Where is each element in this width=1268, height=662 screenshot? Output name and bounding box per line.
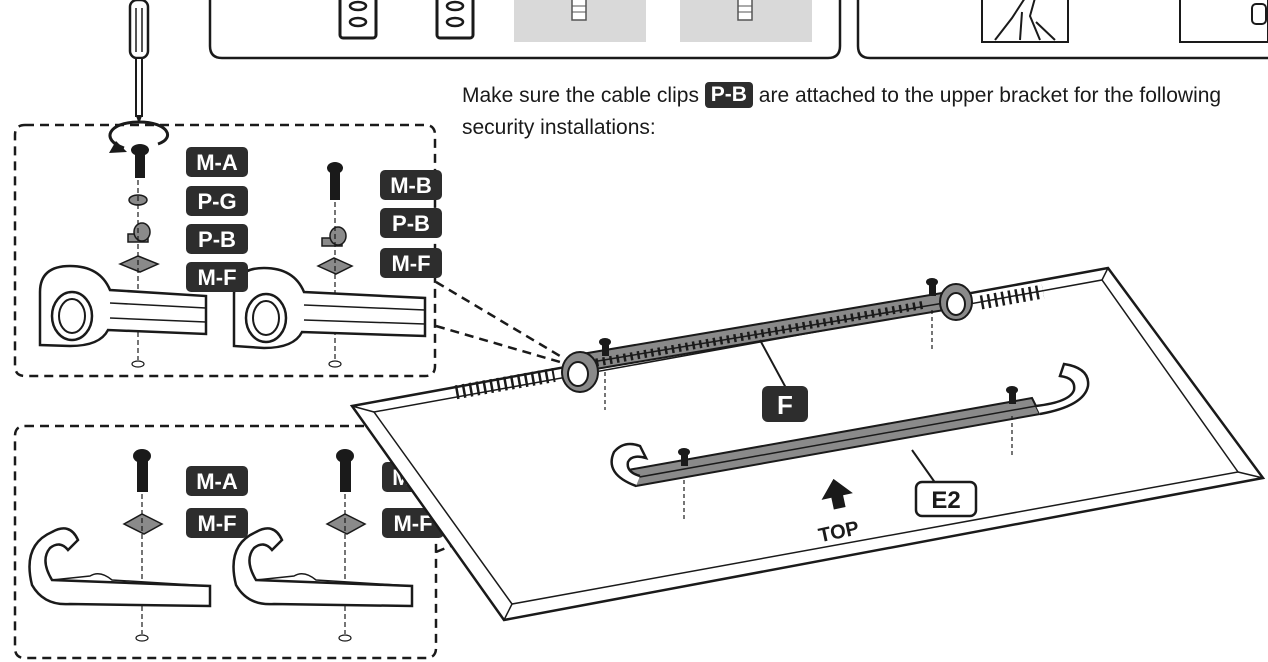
screw-icon (1006, 386, 1018, 456)
hook-end (610, 442, 649, 488)
callout-lower-hardware: M-A M-F M-B M-F (13, 424, 444, 660)
bolt-icon (131, 144, 149, 178)
bolt-icon (327, 162, 343, 200)
label-bracket-e2: E2 (931, 487, 960, 514)
vent-slots-left (450, 368, 556, 400)
label-m-f: M-F (393, 511, 432, 536)
plate-icon (118, 255, 160, 273)
nut-icon (338, 0, 378, 40)
screw-icon (926, 278, 938, 350)
hook-end (1035, 362, 1090, 416)
bolt-icon (571, 0, 587, 21)
inline-label-p-b: P-B (704, 82, 753, 108)
plate-icon (122, 513, 164, 535)
instruction-text: Make sure the cable clips P-B are attach… (462, 82, 1222, 139)
label-m-a: M-A (196, 150, 238, 175)
label-m-f: M-F (391, 251, 430, 276)
parts-list-panel (208, 0, 842, 60)
label-p-b: P-B (392, 211, 430, 236)
label-m-a: M-A (196, 469, 238, 494)
cable-illustration (981, 0, 1069, 43)
part-box (1179, 0, 1268, 43)
label-bracket-f: F (777, 390, 793, 420)
cable-clip-icon (321, 226, 347, 247)
screwdriver-icon (128, 0, 150, 124)
plate-icon (325, 513, 367, 535)
hook-bracket-end-right (232, 527, 414, 608)
bolt-icon (737, 0, 753, 21)
rotate-arrow-icon (108, 120, 170, 153)
label-m-f: M-F (197, 265, 236, 290)
bracket-end-right (232, 266, 427, 350)
callout-upper-hardware: M-A P-G P-B M-F M-B P-B M-F (13, 123, 442, 378)
bolt-icon (336, 449, 354, 492)
bracket-end-cap (561, 351, 599, 393)
bolt-icon (133, 449, 151, 492)
label-p-b: P-B (198, 227, 236, 252)
vent-slots-right (976, 284, 1045, 310)
label-m-f: M-F (197, 511, 236, 536)
top-arrow-icon (821, 478, 853, 510)
label-p-g: P-G (197, 189, 236, 214)
nut-icon (435, 0, 475, 40)
label-m-b: M-B (390, 173, 432, 198)
hook-bracket-end-left (28, 527, 212, 608)
bracket-end-left (38, 264, 208, 348)
cable-clip-icon (127, 222, 151, 243)
screw-icon (599, 338, 611, 410)
screw-icon (678, 448, 690, 520)
lower-bracket-e2 (610, 362, 1090, 520)
bracket-end-cap (939, 283, 973, 321)
upper-bracket-f (561, 278, 973, 410)
tools-panel (856, 0, 1268, 60)
